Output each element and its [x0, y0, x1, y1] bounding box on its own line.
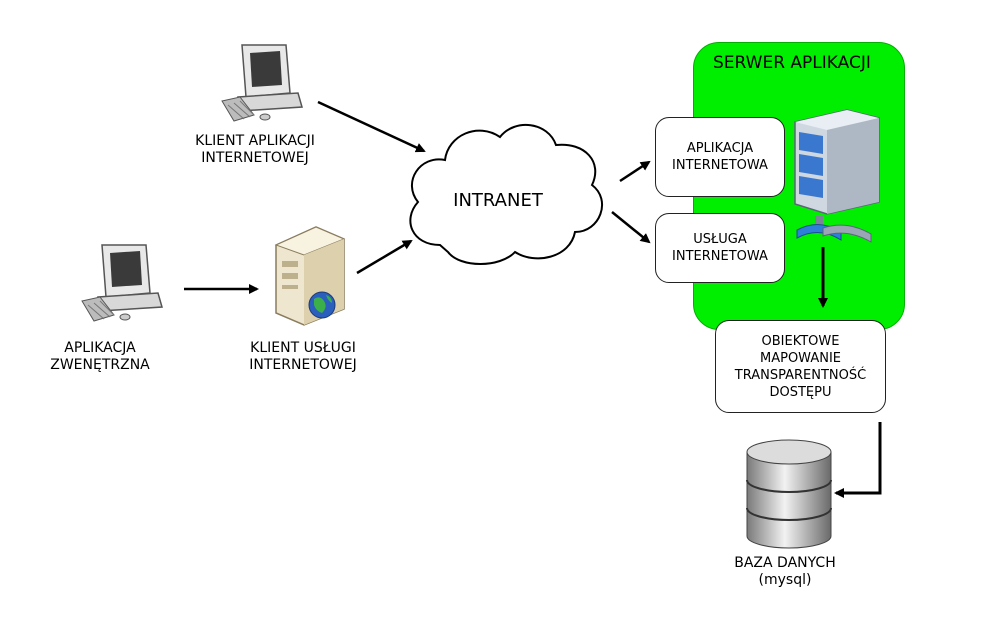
arrow-serviceclient-to-intranet [356, 239, 413, 275]
web-application-label-line-1: APLIKACJA [686, 141, 754, 156]
arrow-intranet-to-app [619, 160, 651, 183]
web-client-label: KLIENT APLIKACJI INTERNETOWEJ [170, 133, 340, 167]
external-app-label-line-2: ZWENĘTRZNA [50, 357, 150, 373]
web-application-label-line-2: INTERNETOWA [672, 158, 768, 173]
orm-label-line-4: DOSTĘPU [769, 384, 832, 400]
orm-label-line-2: MAPOWANIE [760, 350, 841, 366]
server-rack-icon [794, 109, 880, 243]
service-client-label-line-1: KLIENT USŁUGI [250, 340, 356, 356]
web-service-label-line-2: INTERNETOWA [672, 249, 768, 264]
arrow-webclient-to-intranet [317, 100, 426, 153]
web-client-label-line-2: INTERNETOWEJ [201, 150, 309, 166]
arrow-orm-to-database [834, 422, 882, 498]
database-cylinder-icon [746, 439, 832, 549]
external-app-label-line-1: APLIKACJA [64, 340, 136, 356]
orm-label-line-3: TRANSPARENTNOŚĆ [734, 367, 867, 383]
external-app-label: APLIKACJA ZWENĘTRZNA [30, 340, 170, 374]
database-label: BAZA DANYCH (mysql) [710, 555, 860, 589]
database-label-line-2: (mysql) [758, 572, 812, 588]
database-label-line-1: BAZA DANYCH [734, 555, 836, 571]
intranet-label: INTRANET [453, 190, 543, 211]
web-server-tower-icon [274, 226, 346, 326]
intranet-cloud-icon [409, 123, 603, 265]
desktop-computer-icon [221, 44, 303, 122]
web-client-label-line-1: KLIENT APLIKACJI [195, 133, 315, 149]
web-service-label-line-1: USŁUGA [693, 232, 747, 247]
web-service-box: USŁUGA INTERNETOWA [655, 213, 785, 283]
desktop-computer-icon-2 [81, 244, 163, 322]
web-application-box: APLIKACJA INTERNETOWA [655, 117, 785, 197]
orm-box: OBIEKTOWE MAPOWANIE TRANSPARENTNOŚĆ DOST… [715, 320, 886, 413]
arrow-intranet-to-service [611, 211, 651, 244]
application-server-title: SERWER APLIKACJI [713, 53, 871, 73]
orm-label-line-1: OBIEKTOWE [761, 333, 840, 349]
service-client-label-line-2: INTERNETOWEJ [249, 357, 357, 373]
service-client-label: KLIENT USŁUGI INTERNETOWEJ [228, 340, 378, 374]
